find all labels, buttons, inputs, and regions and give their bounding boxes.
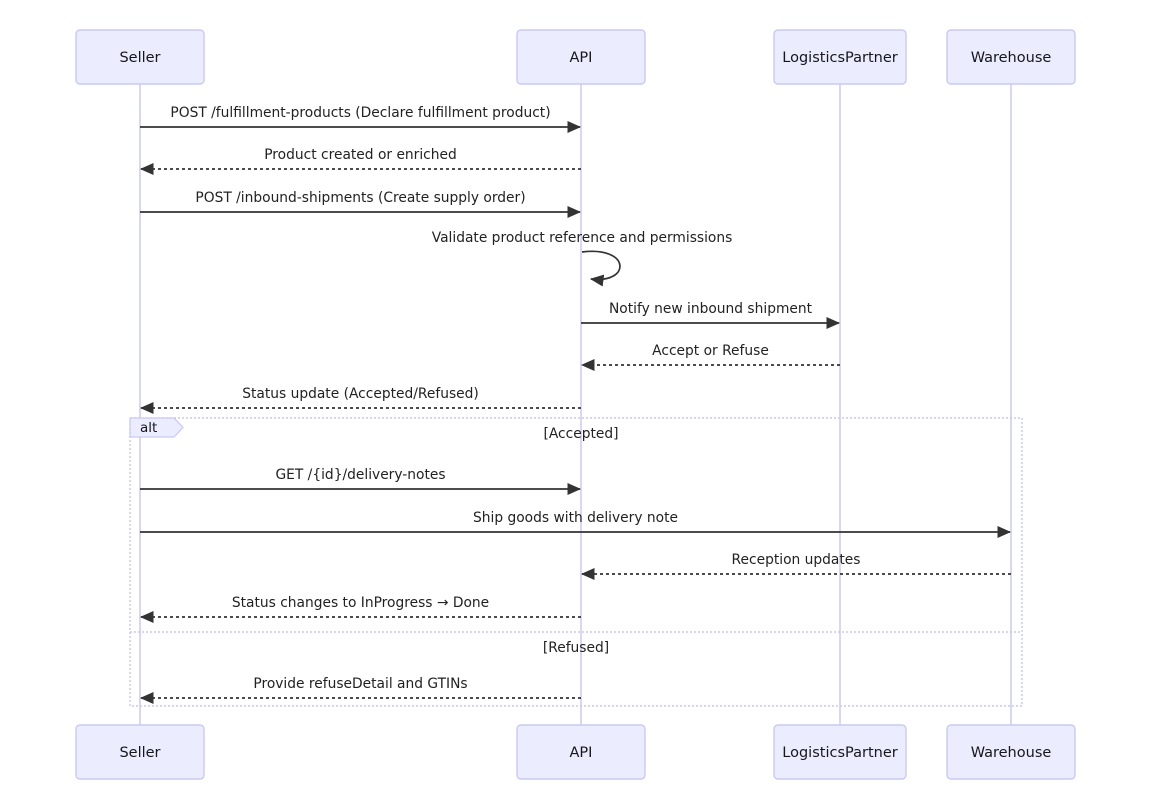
participant-box[interactable] xyxy=(516,29,646,85)
messages-group: POST /fulfillment-products (Declare fulf… xyxy=(139,105,1012,704)
alt-operator-label: alt xyxy=(140,420,157,436)
self-loop-path xyxy=(581,250,621,287)
alt-operator-tab xyxy=(129,417,184,438)
participant-box[interactable] xyxy=(75,724,205,780)
participant-bottom-api[interactable]: API xyxy=(516,724,646,780)
message-m10: Reception updates xyxy=(580,552,1011,580)
participant-top-api[interactable]: API xyxy=(516,29,646,85)
message-label: Product created or enriched xyxy=(264,147,457,163)
participant-label: Seller xyxy=(119,50,160,66)
message-m4: Validate product reference and permissio… xyxy=(432,230,733,287)
message-m7: Status update (Accepted/Refused) xyxy=(139,386,581,414)
message-label: Status update (Accepted/Refused) xyxy=(242,386,479,402)
alt-fragment: [Accepted] [Refused] alt xyxy=(129,417,1023,707)
participant-top-seller[interactable]: Seller xyxy=(75,29,205,85)
message-label: Ship goods with delivery note xyxy=(473,510,678,526)
participant-top-warehouse[interactable]: Warehouse xyxy=(946,29,1076,85)
message-label: Notify new inbound shipment xyxy=(609,301,813,317)
participant-label: LogisticsPartner xyxy=(782,50,897,66)
message-m11: Status changes to InProgress → Done xyxy=(139,595,581,623)
message-label: Reception updates xyxy=(732,552,861,568)
message-label: POST /fulfillment-products (Declare fulf… xyxy=(170,105,550,121)
message-label: Status changes to InProgress → Done xyxy=(232,595,489,611)
message-m3: POST /inbound-shipments (Create supply o… xyxy=(140,190,582,218)
message-label: GET /{id}/delivery-notes xyxy=(275,467,445,483)
alt-condition-label-0: [Accepted] xyxy=(543,426,618,442)
message-m1: POST /fulfillment-products (Declare fulf… xyxy=(140,105,582,133)
participant-label: Warehouse xyxy=(971,745,1052,761)
participant-bottom-seller[interactable]: Seller xyxy=(75,724,205,780)
participant-top-logistics[interactable]: LogisticsPartner xyxy=(773,29,907,85)
participant-label: API xyxy=(570,745,593,761)
message-label: POST /inbound-shipments (Create supply o… xyxy=(195,190,525,206)
participant-box[interactable] xyxy=(946,724,1076,780)
lifelines-group xyxy=(139,84,1012,725)
participant-box[interactable] xyxy=(75,29,205,85)
message-m12: Provide refuseDetail and GTINs xyxy=(139,676,581,704)
message-label: Validate product reference and permissio… xyxy=(432,230,733,246)
participant-bottom-logistics[interactable]: LogisticsPartner xyxy=(773,724,907,780)
message-label: Provide refuseDetail and GTINs xyxy=(253,676,467,692)
participants-group: SellerSellerAPIAPILogisticsPartnerLogist… xyxy=(75,29,1076,780)
participant-box[interactable] xyxy=(516,724,646,780)
participant-label: LogisticsPartner xyxy=(782,745,897,761)
participant-label: Seller xyxy=(119,745,160,761)
message-m5: Notify new inbound shipment xyxy=(581,301,841,329)
participant-label: Warehouse xyxy=(971,50,1052,66)
message-m6: Accept or Refuse xyxy=(580,343,840,371)
participant-bottom-warehouse[interactable]: Warehouse xyxy=(946,724,1076,780)
message-m2: Product created or enriched xyxy=(139,147,581,175)
participant-box[interactable] xyxy=(773,724,907,780)
message-m9: Ship goods with delivery note xyxy=(140,510,1012,538)
alt-fragment-border xyxy=(129,417,1023,707)
participant-box[interactable] xyxy=(773,29,907,85)
participant-label: API xyxy=(570,50,593,66)
participant-box[interactable] xyxy=(946,29,1076,85)
message-m8: GET /{id}/delivery-notes xyxy=(140,467,582,495)
message-label: Accept or Refuse xyxy=(652,343,769,359)
alt-condition-label-1: [Refused] xyxy=(543,640,609,656)
